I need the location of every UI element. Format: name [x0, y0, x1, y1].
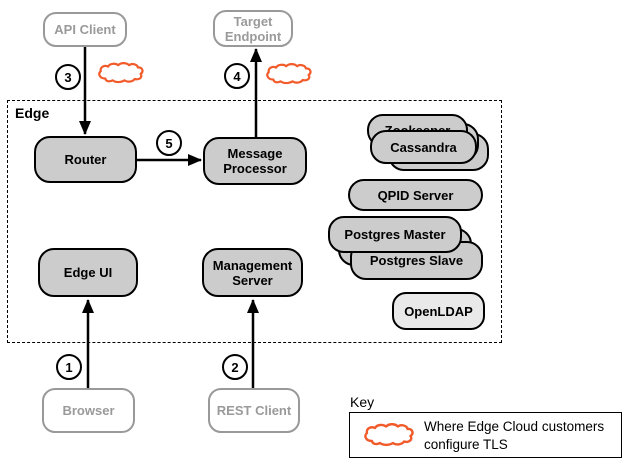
node-target-endpoint: Target Endpoint	[213, 10, 293, 47]
node-openldap: OpenLDAP	[392, 292, 485, 330]
step-badge-2: 2	[222, 354, 248, 380]
node-cassandra: Cassandra	[370, 130, 477, 164]
node-rest-client: REST Client	[208, 388, 300, 433]
legend-box: Where Edge Cloud customers configure TLS	[349, 412, 622, 458]
tls-cloud-icon	[266, 63, 312, 85]
node-qpid-server: QPID Server	[348, 179, 483, 211]
step-badge-3: 3	[55, 64, 81, 90]
node-router: Router	[34, 136, 137, 183]
tls-cloud-icon	[364, 423, 414, 447]
node-management-server: Management Server	[202, 248, 303, 297]
tls-cloud-icon	[98, 62, 144, 84]
node-api-client: API Client	[43, 12, 127, 47]
step-badge-5: 5	[156, 130, 182, 156]
legend-text: Where Edge Cloud customers configure TLS	[424, 419, 605, 452]
legend-title: Key	[350, 394, 375, 410]
step-badge-1: 1	[56, 354, 82, 380]
node-message-processor: Message Processor	[203, 137, 307, 185]
node-browser: Browser	[42, 388, 135, 433]
edge-group-label: Edge	[15, 105, 50, 121]
node-postgres-master: Postgres Master	[328, 216, 462, 253]
edge-group: Edge	[7, 100, 502, 343]
node-edge-ui: Edge UI	[38, 248, 138, 297]
step-badge-4: 4	[224, 63, 250, 89]
